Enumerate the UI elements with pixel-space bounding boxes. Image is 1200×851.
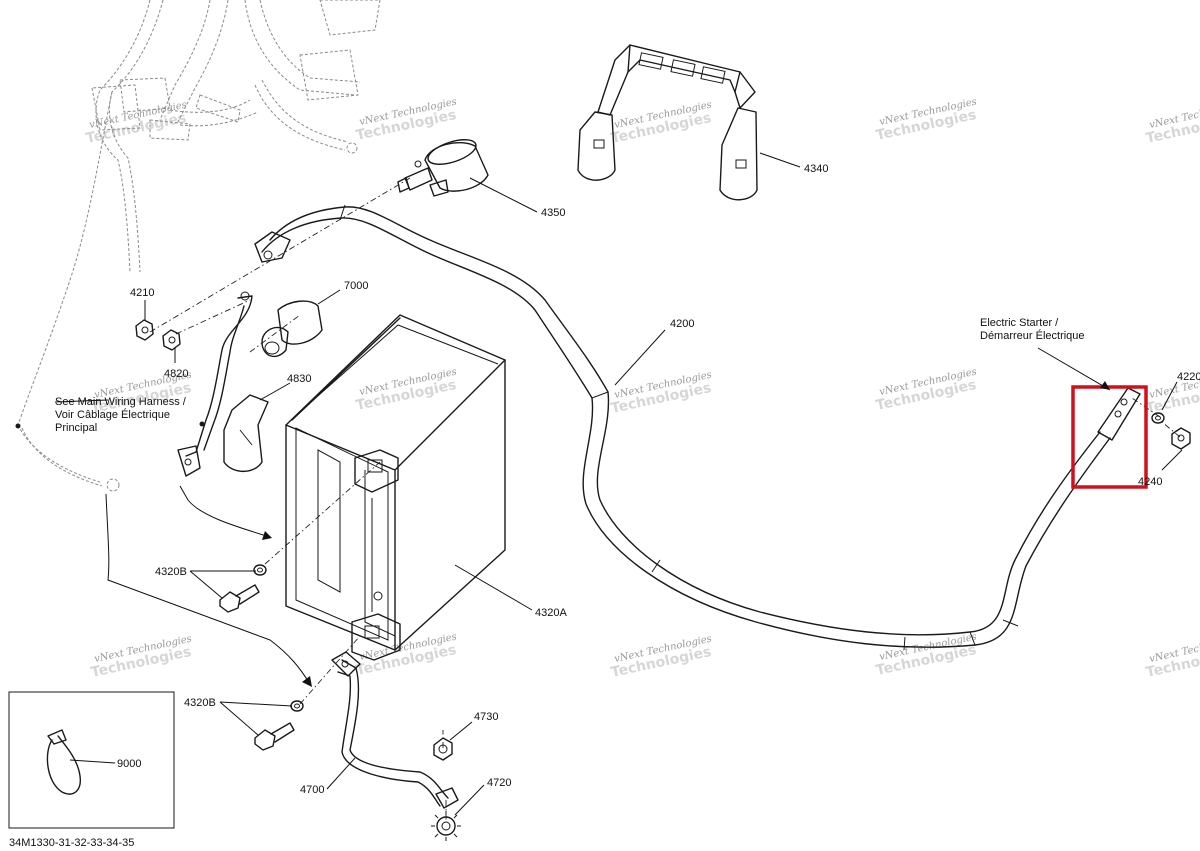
callout-4240: 4240	[1138, 476, 1162, 488]
callout-4320a: 4320A	[535, 607, 567, 619]
callout-4340: 4340	[804, 163, 828, 175]
callout-4820: 4820	[164, 368, 188, 380]
battery-strap[interactable]	[577, 44, 758, 201]
washer-4220[interactable]	[1151, 412, 1165, 424]
bolt-4320b-upper[interactable]	[219, 564, 267, 613]
inset-panel	[8, 691, 175, 829]
callout-4700: 4700	[300, 784, 324, 796]
callout-labels: 4210 4820 4830 7000 4350 4340 4200 4320A…	[117, 163, 1200, 796]
cable-boot-4830[interactable]	[223, 394, 269, 473]
starter-note-line-2: Démarreur Électrique	[980, 329, 1085, 342]
routing-arrows	[105, 485, 312, 687]
cable-boot-7000[interactable]	[261, 300, 323, 358]
drawing-code: 34M1330-31-32-33-34-35	[9, 837, 134, 849]
callout-4720: 4720	[487, 777, 511, 789]
solenoid[interactable]	[397, 135, 489, 197]
harness-note-line-3: Principal	[55, 422, 97, 434]
ground-strap-upper[interactable]	[177, 291, 253, 477]
callout-4320b-lower: 4320B	[184, 697, 216, 709]
leader-lines	[54, 152, 1183, 816]
battery[interactable]	[285, 314, 506, 661]
callout-4730: 4730	[474, 711, 498, 723]
clamp-9000[interactable]	[46, 729, 81, 795]
callout-4320b-upper: 4320B	[155, 566, 187, 578]
callout-4350: 4350	[541, 207, 565, 219]
bolt-4320b-lower[interactable]	[254, 700, 304, 751]
harness-note-line-1: See Main Wiring Harness /	[55, 396, 187, 408]
callout-9000: 9000	[117, 758, 141, 770]
nut-4240[interactable]	[1171, 427, 1191, 450]
positive-cable[interactable]	[254, 204, 1141, 651]
harness-note: See Main Wiring Harness / Voir Câblage É…	[55, 396, 187, 434]
washer-4820[interactable]	[162, 329, 181, 351]
ghost-wiring-harness	[15, 0, 381, 492]
callout-4830: 4830	[287, 373, 311, 385]
star-washer-4720[interactable]	[431, 811, 461, 841]
highlight-box	[1071, 385, 1148, 489]
nut-4210[interactable]	[135, 319, 154, 341]
starter-note-arrowhead	[1100, 381, 1110, 390]
callout-4210: 4210	[130, 287, 154, 299]
harness-note-line-2: Voir Câblage Électrique	[55, 408, 170, 421]
callout-4200: 4200	[670, 318, 694, 330]
assembly-lines	[149, 177, 1181, 820]
callout-7000: 7000	[344, 280, 368, 292]
starter-note-line-1: Electric Starter /	[980, 317, 1059, 329]
starter-note: Electric Starter / Démarreur Électrique	[980, 317, 1085, 342]
nut-4730[interactable]	[433, 737, 453, 761]
ground-cable-4700[interactable]	[331, 651, 459, 809]
callout-4220: 4220	[1177, 371, 1200, 383]
